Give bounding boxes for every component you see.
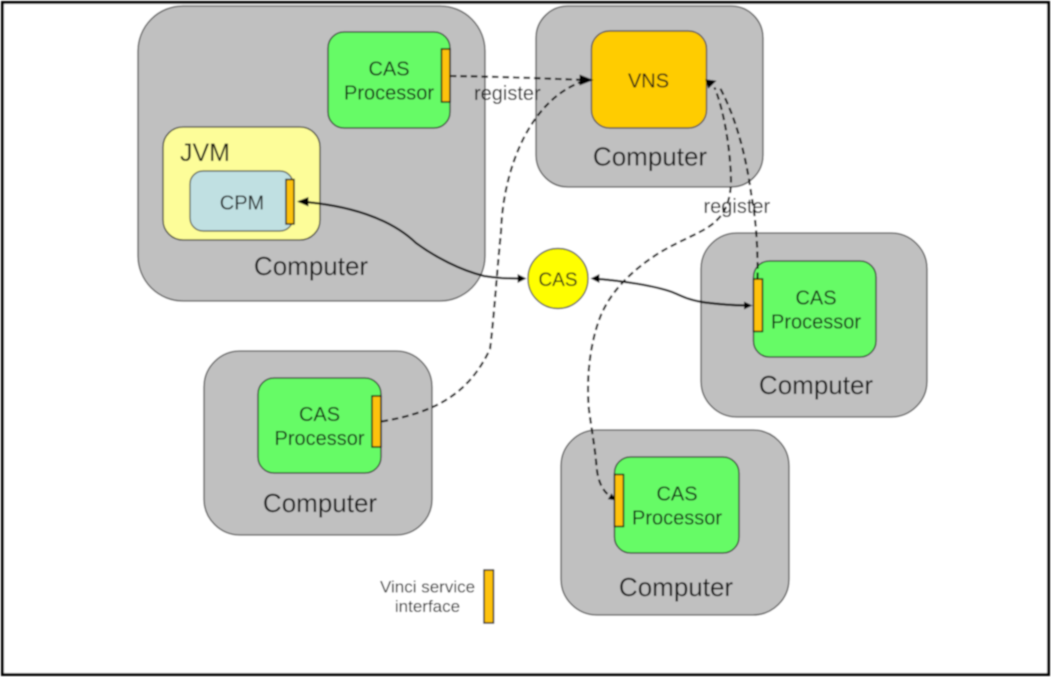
svg-text:JVM: JVM — [180, 139, 230, 167]
svg-text:CAS: CAS — [299, 404, 340, 426]
svg-text:Computer: Computer — [759, 370, 873, 400]
svg-text:Computer: Computer — [254, 251, 368, 281]
svg-text:CPM: CPM — [220, 193, 264, 215]
svg-text:Processor: Processor — [344, 83, 434, 105]
svg-text:Computer: Computer — [593, 142, 707, 172]
svg-text:interface: interface — [395, 597, 460, 616]
svg-text:CAS: CAS — [795, 288, 836, 310]
svg-text:Processor: Processor — [274, 428, 364, 450]
svg-text:register: register — [474, 83, 541, 105]
svg-text:Vinci service: Vinci service — [380, 578, 475, 597]
svg-text:Processor: Processor — [771, 312, 861, 334]
svg-text:Computer: Computer — [619, 572, 733, 602]
svg-text:CAS: CAS — [368, 59, 409, 81]
svg-text:VNS: VNS — [628, 71, 669, 93]
svg-text:CAS: CAS — [656, 484, 697, 506]
svg-text:register: register — [704, 196, 771, 218]
svg-text:Processor: Processor — [632, 508, 722, 530]
svg-text:Computer: Computer — [263, 488, 377, 518]
svg-text:CAS: CAS — [538, 270, 577, 291]
